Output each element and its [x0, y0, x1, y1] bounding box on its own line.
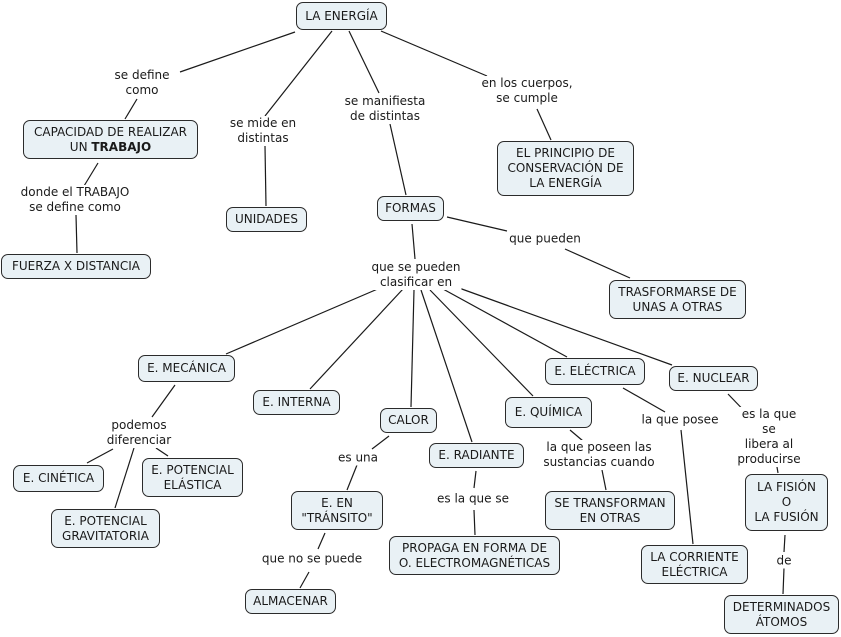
connector	[458, 287, 673, 366]
node-capacidad-de-realizar-un-trabajo[interactable]: CAPACIDAD DE REALIZAR UN TRABAJO	[23, 120, 198, 159]
node-se-transforman[interactable]: SE TRANSFORMAN EN OTRAS	[545, 491, 675, 530]
link-label-de: de	[775, 553, 793, 569]
connector	[429, 289, 534, 397]
connector	[75, 214, 78, 254]
connector	[442, 288, 568, 358]
link-label-podemos-diferenciar: podemos diferenciar	[105, 418, 173, 448]
node-la-energia[interactable]: LA ENERGÍA	[296, 2, 387, 30]
connector	[299, 571, 310, 589]
connector	[264, 30, 333, 117]
connector	[473, 509, 476, 536]
link-label-se-manifiesta: se manifiesta de distintas	[343, 94, 427, 124]
node-e-nuclear[interactable]: E. NUCLEAR	[669, 366, 758, 391]
connector	[225, 287, 381, 355]
node-e-en-transito[interactable]: E. EN "TRÁNSITO"	[291, 491, 383, 530]
connector	[569, 429, 584, 442]
node-e-cinetica[interactable]: E. CINÉTICA	[13, 465, 104, 492]
connector	[309, 288, 404, 390]
node-propaga[interactable]: PROPAGA EN FORMA DE O. ELECTROMAGNÉTICAS	[389, 536, 560, 575]
connector	[782, 567, 785, 595]
connector	[601, 469, 607, 491]
node-text-prefix: UN	[69, 139, 92, 154]
connector	[380, 30, 488, 77]
link-label-donde-el-trabajo: donde el TRABAJO se define como	[19, 185, 131, 215]
connector	[680, 429, 694, 545]
link-label-que-pueden: que pueden	[508, 231, 582, 247]
node-determinados-atomos[interactable]: DETERMINADOS ÁTOMOS	[724, 595, 839, 634]
link-label-que-no-se-puede: que no se puede	[260, 551, 364, 567]
link-label-se-libera: es la que se libera al producirse	[733, 407, 805, 467]
connector	[371, 435, 390, 450]
node-fision-fusion[interactable]: LA FISIÓN O LA FUSIÓN	[745, 474, 828, 531]
link-label-es-una: es una	[336, 450, 380, 466]
connector	[622, 387, 666, 413]
connector	[410, 289, 415, 408]
connector	[411, 223, 416, 260]
link-label-la-que-posee: la que posee	[640, 412, 720, 428]
node-unidades[interactable]: UNIDADES	[226, 207, 307, 232]
connector	[86, 448, 114, 464]
connector	[124, 98, 138, 120]
connector	[264, 145, 267, 207]
connector	[564, 248, 631, 279]
node-text: CAPACIDAD DE REALIZAR	[33, 124, 188, 139]
node-e-radiante[interactable]: E. RADIANTE	[429, 443, 524, 468]
node-almacenar[interactable]: ALMACENAR	[245, 589, 336, 614]
connector	[155, 447, 169, 457]
connector	[114, 447, 135, 509]
node-e-quimica[interactable]: E. QUÍMICA	[505, 397, 592, 428]
link-label-poseen-las-sustancias: la que poseen las sustancias cuando	[542, 440, 656, 470]
link-label-se-define-como: se define como	[113, 68, 171, 98]
node-e-interna[interactable]: E. INTERNA	[253, 390, 340, 415]
connector	[348, 30, 380, 94]
connector	[473, 470, 477, 489]
node-e-electrica[interactable]: E. ELÉCTRICA	[545, 358, 645, 385]
connector	[83, 162, 99, 187]
connector	[783, 534, 786, 553]
node-trasformarse[interactable]: TRASFORMARSE DE UNAS A OTRAS	[609, 280, 746, 319]
node-e-potencial-gravitatoria[interactable]: E. POTENCIAL GRAVITATORIA	[51, 509, 160, 548]
node-text-bold: TRABAJO	[91, 139, 152, 154]
node-fuerza-x-distancia[interactable]: FUERZA X DISTANCIA	[1, 254, 151, 279]
node-formas[interactable]: FORMAS	[377, 196, 444, 221]
node-e-potencial-elastica[interactable]: E. POTENCIAL ELÁSTICA	[142, 458, 243, 497]
node-e-mecanica[interactable]: E. MECÁNICA	[138, 355, 235, 382]
connector	[151, 384, 176, 418]
connector	[346, 464, 358, 491]
connector	[536, 108, 552, 141]
connector	[446, 216, 508, 232]
node-calor[interactable]: CALOR	[380, 408, 437, 433]
node-principio-conservacion[interactable]: EL PRINCIPIO DE CONSERVACIÓN DE LA ENERG…	[497, 141, 634, 196]
node-text: UN TRABAJO	[70, 140, 151, 155]
node-la-corriente-electrica[interactable]: LA CORRIENTE ELÉCTRICA	[641, 545, 748, 584]
connector	[317, 532, 326, 550]
link-label-se-mide-en: se mide en distintas	[228, 116, 298, 146]
link-label-en-los-cuerpos: en los cuerpos, se cumple	[480, 76, 574, 106]
connector	[420, 289, 473, 443]
link-label-es-la-que-se: es la que se	[435, 491, 511, 507]
link-label-clasificar-en: que se pueden clasificar en	[370, 260, 462, 290]
connector	[389, 123, 407, 196]
connector	[179, 31, 296, 73]
